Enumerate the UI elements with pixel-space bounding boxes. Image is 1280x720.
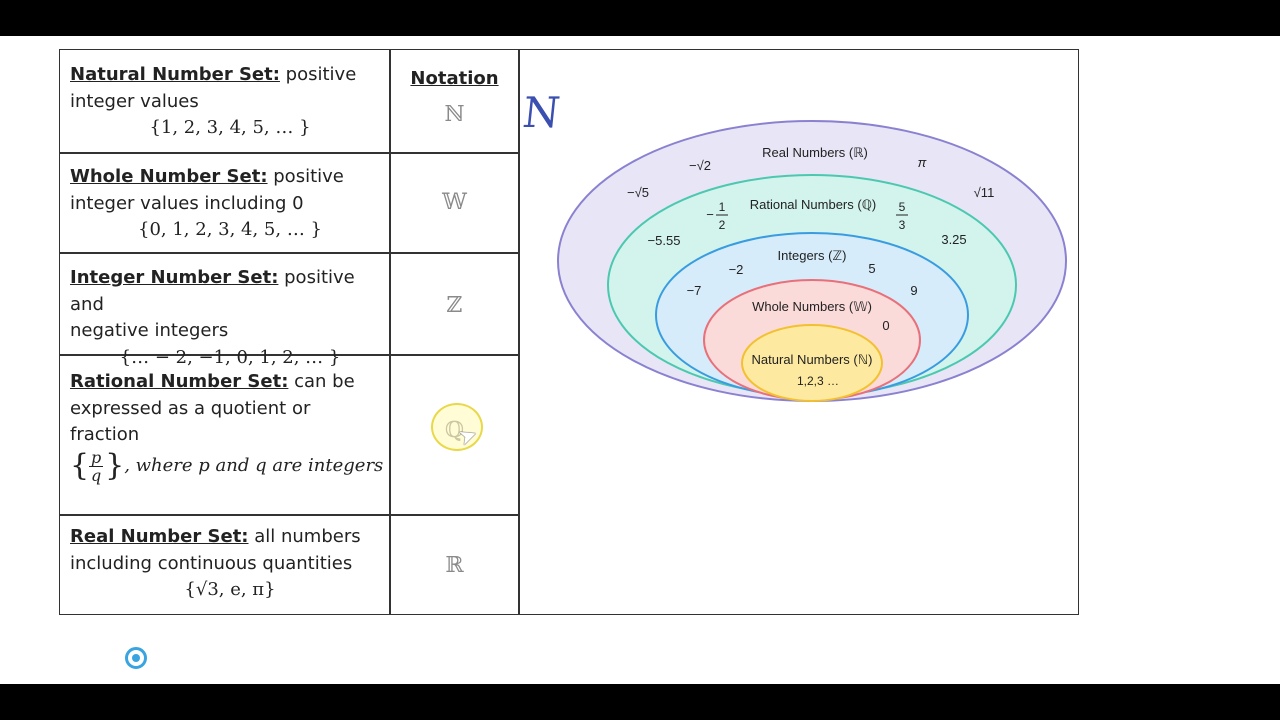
natural-set-cell: Natural Number Set: positive integer val… bbox=[70, 62, 390, 142]
column-divider bbox=[518, 50, 520, 614]
column-divider bbox=[389, 50, 391, 614]
notation-header: Notation bbox=[410, 68, 499, 89]
integer-example: −7 bbox=[687, 283, 702, 298]
cursor-highlight bbox=[431, 403, 483, 451]
row-desc: all numbers bbox=[248, 526, 361, 547]
natural-examples: 1,2,3 … bbox=[797, 374, 839, 388]
row-desc: integer values bbox=[70, 90, 199, 112]
row-divider bbox=[60, 252, 519, 254]
watermark-line1: RECORDED WITH bbox=[12, 638, 92, 647]
row-divider bbox=[60, 354, 519, 356]
real-notation-symbol: ℝ bbox=[445, 553, 464, 578]
row-desc: integer values including 0 bbox=[70, 192, 304, 214]
row-title: Integer Number Set: bbox=[70, 267, 279, 288]
natural-label: Natural Numbers (ℕ) bbox=[752, 352, 873, 367]
row-desc: negative integers bbox=[70, 320, 229, 341]
real-set-cell: Real Number Set: all numbers including c… bbox=[70, 524, 390, 604]
integer-set-cell: Integer Number Set: positive and negativ… bbox=[70, 265, 390, 371]
whole-notation-symbol: 𝕎 bbox=[442, 190, 467, 215]
real-example: √11 bbox=[974, 185, 995, 200]
rational-example: 2 bbox=[719, 218, 726, 232]
rational-example: 3 bbox=[899, 218, 906, 232]
natural-notation-symbol: ℕ bbox=[444, 102, 465, 127]
row-divider bbox=[60, 514, 519, 516]
row-desc: positive bbox=[267, 166, 344, 187]
natural-ellipse bbox=[741, 324, 883, 402]
row-desc: fraction bbox=[70, 424, 140, 445]
rational-example: −5.55 bbox=[648, 233, 681, 248]
row-title: Rational Number Set: bbox=[70, 371, 289, 392]
row-desc: can be bbox=[288, 371, 355, 392]
row-title: Natural Number Set: bbox=[70, 64, 280, 85]
whole-label: Whole Numbers (𝕎) bbox=[752, 299, 872, 314]
set-condition: , where p and q are integers bbox=[124, 454, 384, 476]
rational-example: 3.25 bbox=[941, 232, 966, 247]
integer-example: −2 bbox=[729, 262, 744, 277]
integer-example: 9 bbox=[910, 283, 917, 298]
rational-example: − bbox=[706, 207, 714, 222]
whole-set-cell: Whole Number Set: positive integer value… bbox=[70, 164, 390, 244]
rational-set-cell: Rational Number Set: can be expressed as… bbox=[70, 369, 390, 484]
row-title: Whole Number Set: bbox=[70, 166, 268, 187]
rational-label: Rational Numbers (ℚ) bbox=[750, 197, 877, 212]
watermark-brand-suffix: MATIC bbox=[150, 649, 203, 667]
whole-example: 0 bbox=[882, 318, 889, 333]
number-sets-table: Notation Natural Number Set: positive in… bbox=[59, 49, 1079, 615]
row-desc: expressed as a quotient or bbox=[70, 397, 311, 419]
row-divider bbox=[60, 152, 519, 154]
screencast-watermark: RECORDED WITH SCREENCAST MATIC bbox=[12, 638, 202, 669]
real-example: −√2 bbox=[689, 158, 711, 173]
row-desc: including continuous quantities bbox=[70, 552, 353, 574]
set-notation: {… − 2, −1, 0, 1, 2, … } bbox=[119, 346, 341, 368]
fraction-numerator: p bbox=[90, 447, 102, 467]
real-example: −√5 bbox=[627, 185, 649, 200]
real-label: Real Numbers (ℝ) bbox=[762, 145, 868, 160]
real-example: π bbox=[918, 155, 927, 170]
rational-example: 1 bbox=[719, 200, 726, 214]
integers-label: Integers (ℤ) bbox=[778, 248, 847, 263]
integer-notation-symbol: ℤ bbox=[446, 293, 463, 318]
row-desc: positive and bbox=[70, 267, 355, 315]
set-notation: {1, 2, 3, 4, 5, … } bbox=[149, 117, 311, 138]
watermark-brand: SCREENCAST bbox=[12, 649, 123, 667]
set-notation: {0, 1, 2, 3, 4, 5, … } bbox=[138, 219, 322, 240]
number-sets-diagram: Real Numbers (ℝ) −√2 π −√5 √11 Rational … bbox=[557, 120, 1067, 402]
rational-example: 5 bbox=[899, 200, 906, 214]
row-desc: positive bbox=[279, 64, 357, 85]
set-notation: {√3, e, π} bbox=[184, 579, 276, 600]
integer-example: 5 bbox=[868, 261, 875, 276]
screencast-logo-icon bbox=[125, 647, 148, 669]
fraction-denominator: q bbox=[90, 465, 102, 485]
row-title: Real Number Set: bbox=[70, 526, 249, 547]
